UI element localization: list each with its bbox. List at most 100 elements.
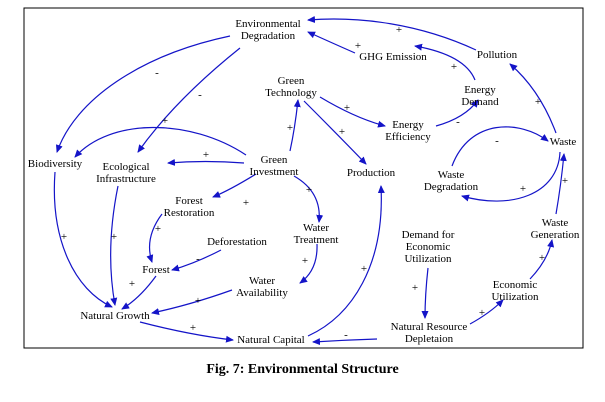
node-label-line: Energy — [464, 84, 496, 96]
node-label-line: Energy — [392, 119, 424, 131]
arrow-wateravail-to-natgrowth — [151, 289, 233, 315]
arrow-envdeg-to-ecoinfra — [137, 47, 241, 153]
node-label-line: Utilization — [491, 291, 539, 303]
sign-greentech-to-energyeff: + — [344, 102, 350, 114]
sign-biodiversity-to-natgrowth: + — [61, 231, 67, 243]
node-label-line: Waste — [550, 136, 577, 148]
arrow-nrdepletion-to-econutil — [469, 299, 504, 325]
arrow-waste-to-wastedeg — [461, 151, 561, 202]
node-label-line: GHG Emission — [359, 51, 427, 63]
arrow-envdeg-to-biodiversity — [55, 35, 231, 153]
arrow-greeninv-to-watertreat — [293, 175, 324, 223]
node-label-line: Economic — [493, 279, 538, 291]
node-label-line: Depletaion — [405, 333, 454, 345]
arrow-ghg-to-envdeg — [307, 31, 356, 54]
sign-wastegen-to-waste: + — [562, 175, 568, 187]
sign-deforestation-to-forest: - — [196, 253, 200, 265]
arrow-demand-to-nrdepletion — [421, 267, 429, 319]
sign-envdeg-to-biodiversity: - — [155, 67, 159, 79]
node-ghg-emission: GHG Emission — [359, 51, 427, 63]
node-label-line: Forest — [175, 195, 203, 207]
arrow-greeninv-to-greentech — [289, 99, 301, 152]
sign-energydemand-to-ghg: + — [451, 61, 457, 73]
sign-ghg-to-envdeg: + — [355, 40, 361, 52]
sign-waste-to-pollution: + — [535, 96, 541, 108]
node-label-line: Green — [278, 75, 305, 87]
node-production: Production — [347, 167, 396, 179]
node-label-line: Green — [261, 154, 288, 166]
node-biodiversity: Biodiversity — [28, 158, 83, 170]
sign-natgrowth-to-natcapital: + — [190, 322, 196, 334]
node-label-line: Treatment — [294, 234, 339, 246]
arrow-wastegen-to-waste — [555, 153, 567, 215]
node-label-line: Technology — [265, 87, 317, 99]
arrow-wastedeg-to-waste — [451, 126, 549, 167]
sign-greentech-to-production: + — [339, 126, 345, 138]
diagram-frame — [23, 7, 584, 349]
sign-ecoinfra-to-natgrowth: + — [111, 231, 117, 243]
sign-greeninv-to-forestrest: + — [243, 197, 249, 209]
sign-econutil-to-wastegen: + — [539, 252, 545, 264]
node-label-line: Natural Capital — [237, 334, 305, 346]
arrow-waste-to-pollution — [509, 63, 557, 134]
node-natural-growth: Natural Growth — [80, 310, 150, 322]
arrow-greentech-to-production — [303, 100, 367, 165]
signs-layer: ++++--+-+++++++-++-+++++++++-+ — [61, 24, 568, 341]
node-label-line: Availability — [236, 287, 288, 299]
sign-forestrest-to-forest: + — [155, 223, 161, 235]
figure-caption: Fig. 7: Environmental Structure — [206, 362, 399, 377]
node-pollution: Pollution — [477, 49, 518, 61]
arrow-greeninv-to-biodiversity — [74, 126, 247, 158]
node-label-line: Ecological — [102, 161, 149, 173]
node-label-line: Generation — [531, 229, 580, 241]
node-label-line: Deforestation — [207, 236, 267, 248]
arrow-natcapital-to-production — [307, 185, 385, 337]
arrow-forestrest-to-forest — [146, 213, 163, 263]
sign-natcapital-to-production: + — [361, 263, 367, 275]
node-label-line: Water — [249, 275, 275, 287]
arrow-energyeff-to-energydemand — [435, 99, 479, 127]
node-label-line: Production — [347, 167, 396, 179]
sign-envdeg-to-ecoinfra: - — [198, 89, 202, 101]
node-natural-capital: Natural Capital — [237, 334, 305, 346]
arrow-greentech-to-energyeff — [319, 96, 386, 128]
arrow-energydemand-to-ghg — [414, 43, 476, 81]
node-label-line: Degradation — [424, 181, 479, 193]
arrow-ecoinfra-to-natgrowth — [110, 185, 119, 306]
sign-waste-to-wastedeg: + — [520, 183, 526, 195]
arrow-deforestation-to-forest — [171, 249, 222, 272]
node-label-line: Environmental — [235, 18, 300, 30]
arrow-pollution-to-envdeg — [307, 15, 477, 51]
node-forest: Forest — [142, 264, 170, 276]
arrow-greeninv-to-forestrest — [212, 173, 257, 198]
node-label-line: Waste — [438, 169, 465, 181]
node-waste: Waste — [550, 136, 577, 148]
sign-greeninv-to-biodiversity: + — [162, 115, 168, 127]
sign-greeninv-to-ecoinfra: + — [203, 149, 209, 161]
sign-nrdepletion-to-econutil: + — [479, 307, 485, 319]
node-label-line: Biodiversity — [28, 158, 83, 170]
node-label-line: Infrastructure — [96, 173, 156, 185]
arrow-greeninv-to-ecoinfra — [167, 158, 245, 166]
node-label-line: Efficiency — [385, 131, 431, 143]
links-layer — [53, 15, 567, 346]
node-label-line: Restoration — [164, 207, 215, 219]
arrow-natgrowth-to-natcapital — [139, 321, 234, 343]
node-label-line: Natural Growth — [80, 310, 150, 322]
sign-forest-to-natgrowth: + — [129, 278, 135, 290]
arrow-econutil-to-wastegen — [529, 239, 555, 280]
sign-pollution-to-envdeg: + — [396, 24, 402, 36]
